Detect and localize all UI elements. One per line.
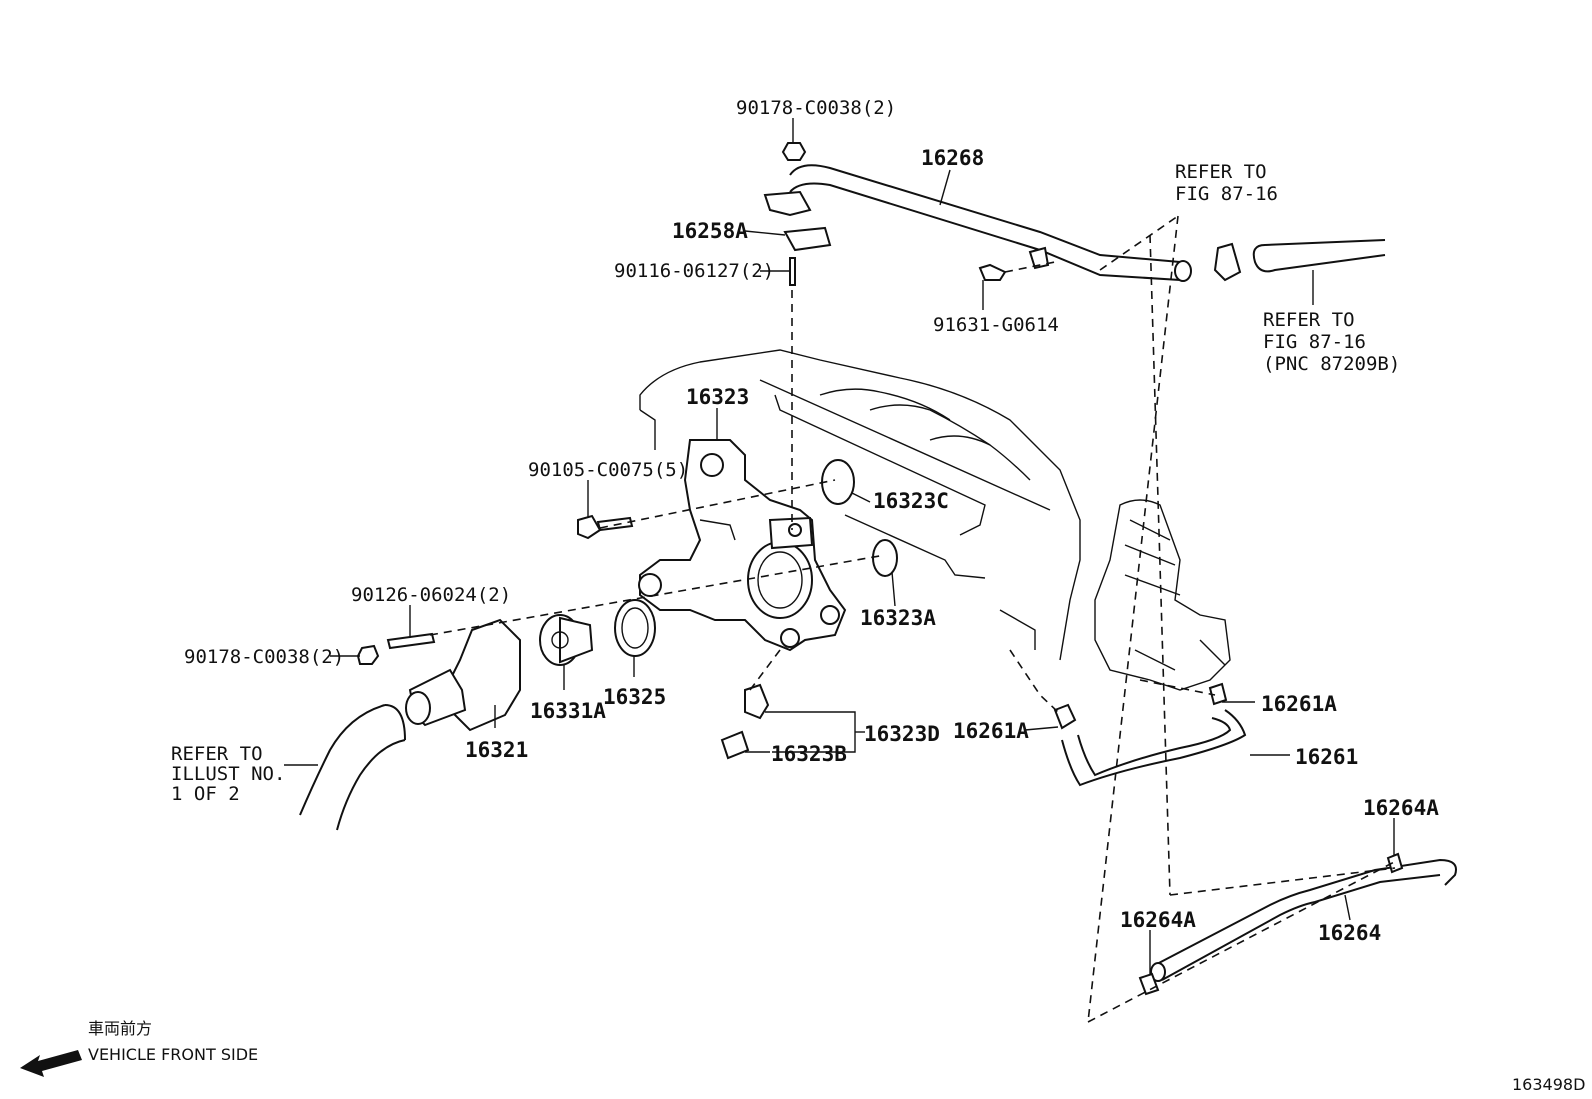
- hose-16264: [1150, 858, 1457, 982]
- label-refer-left-2: ILLUST NO.: [171, 763, 285, 785]
- stud-90126: [386, 632, 436, 650]
- label-16264: 16264: [1318, 921, 1381, 945]
- clamp-16264A-right: [1386, 852, 1404, 874]
- label-16321: 16321: [465, 738, 528, 762]
- hose-clamp-top-right: [1213, 239, 1386, 282]
- label-16261: 16261: [1295, 745, 1358, 769]
- clamp-16261A-left: [1053, 703, 1077, 730]
- clamp-16264A-left: [1138, 972, 1160, 996]
- drain-cock-16323D: [744, 683, 770, 720]
- clamp-16261A-right: [1208, 682, 1228, 706]
- hose-left: [299, 704, 406, 831]
- label-refer-top-1: REFER TO: [1175, 161, 1267, 183]
- label-91631: 91631-G0614: [933, 314, 1059, 336]
- label-front-en: VEHICLE FRONT SIDE: [88, 1045, 258, 1064]
- throttle-body: [1094, 499, 1231, 691]
- label-16323: 16323: [686, 385, 749, 409]
- water-outlet-housing: [638, 439, 847, 652]
- nut-top: [781, 142, 807, 161]
- water-inlet-16321: [405, 618, 521, 732]
- nut-left: [356, 644, 380, 665]
- thermostat-16331A: [539, 614, 594, 666]
- engine-block: [639, 349, 1081, 661]
- label-16268: 16268: [921, 146, 984, 170]
- label-refer-left-3: 1 OF 2: [171, 783, 240, 805]
- label-refer-left-1: REFER TO: [171, 743, 263, 765]
- label-16323D: 16323D: [864, 722, 940, 746]
- bolt-91631: [978, 263, 1007, 281]
- label-16323C: 16323C: [873, 489, 949, 513]
- dashed-guides: [429, 215, 1399, 1023]
- label-16325: 16325: [603, 685, 666, 709]
- part-labels: 90178-C0038(2) 16268 REFER TO FIG 87-16 …: [171, 97, 1439, 945]
- stud-90116: [789, 257, 796, 286]
- label-90105: 90105-C0075(5): [528, 459, 688, 481]
- front-arrow-icon: [20, 1050, 82, 1077]
- label-16258A: 16258A: [672, 219, 748, 243]
- diagram-id: 163498D: [1512, 1075, 1585, 1094]
- label-16323B: 16323B: [771, 742, 847, 766]
- gasket-16258A: [783, 226, 832, 252]
- label-refer-right-2: FIG 87-16: [1263, 331, 1366, 353]
- label-16323A: 16323A: [860, 606, 936, 630]
- o-ring-16323A: [872, 539, 898, 577]
- label-16264A-left: 16264A: [1120, 908, 1196, 932]
- plug-16323B: [720, 730, 750, 760]
- label-refer-right-3: (PNC 87209B): [1263, 353, 1400, 375]
- label-16331A: 16331A: [530, 699, 606, 723]
- vehicle-front-indicator: 車両前方 VEHICLE FRONT SIDE: [20, 1019, 258, 1077]
- label-16261A-right: 16261A: [1261, 692, 1337, 716]
- water-bypass-pipe: [763, 164, 1192, 282]
- leader-lines: [284, 118, 1395, 975]
- label-16264A-right: 16264A: [1363, 796, 1439, 820]
- label-refer-top-2: FIG 87-16: [1175, 183, 1278, 205]
- label-16261A-left: 16261A: [953, 719, 1029, 743]
- hose-16261: [1061, 709, 1247, 787]
- gasket-16325: [614, 599, 656, 657]
- label-90126: 90126-06024(2): [351, 584, 511, 606]
- label-90116: 90116-06127(2): [614, 260, 774, 282]
- label-front-jp: 車両前方: [88, 1019, 152, 1038]
- label-refer-right-1: REFER TO: [1263, 309, 1355, 331]
- label-90178-left: 90178-C0038(2): [184, 646, 344, 668]
- label-90178-top: 90178-C0038(2): [736, 97, 896, 119]
